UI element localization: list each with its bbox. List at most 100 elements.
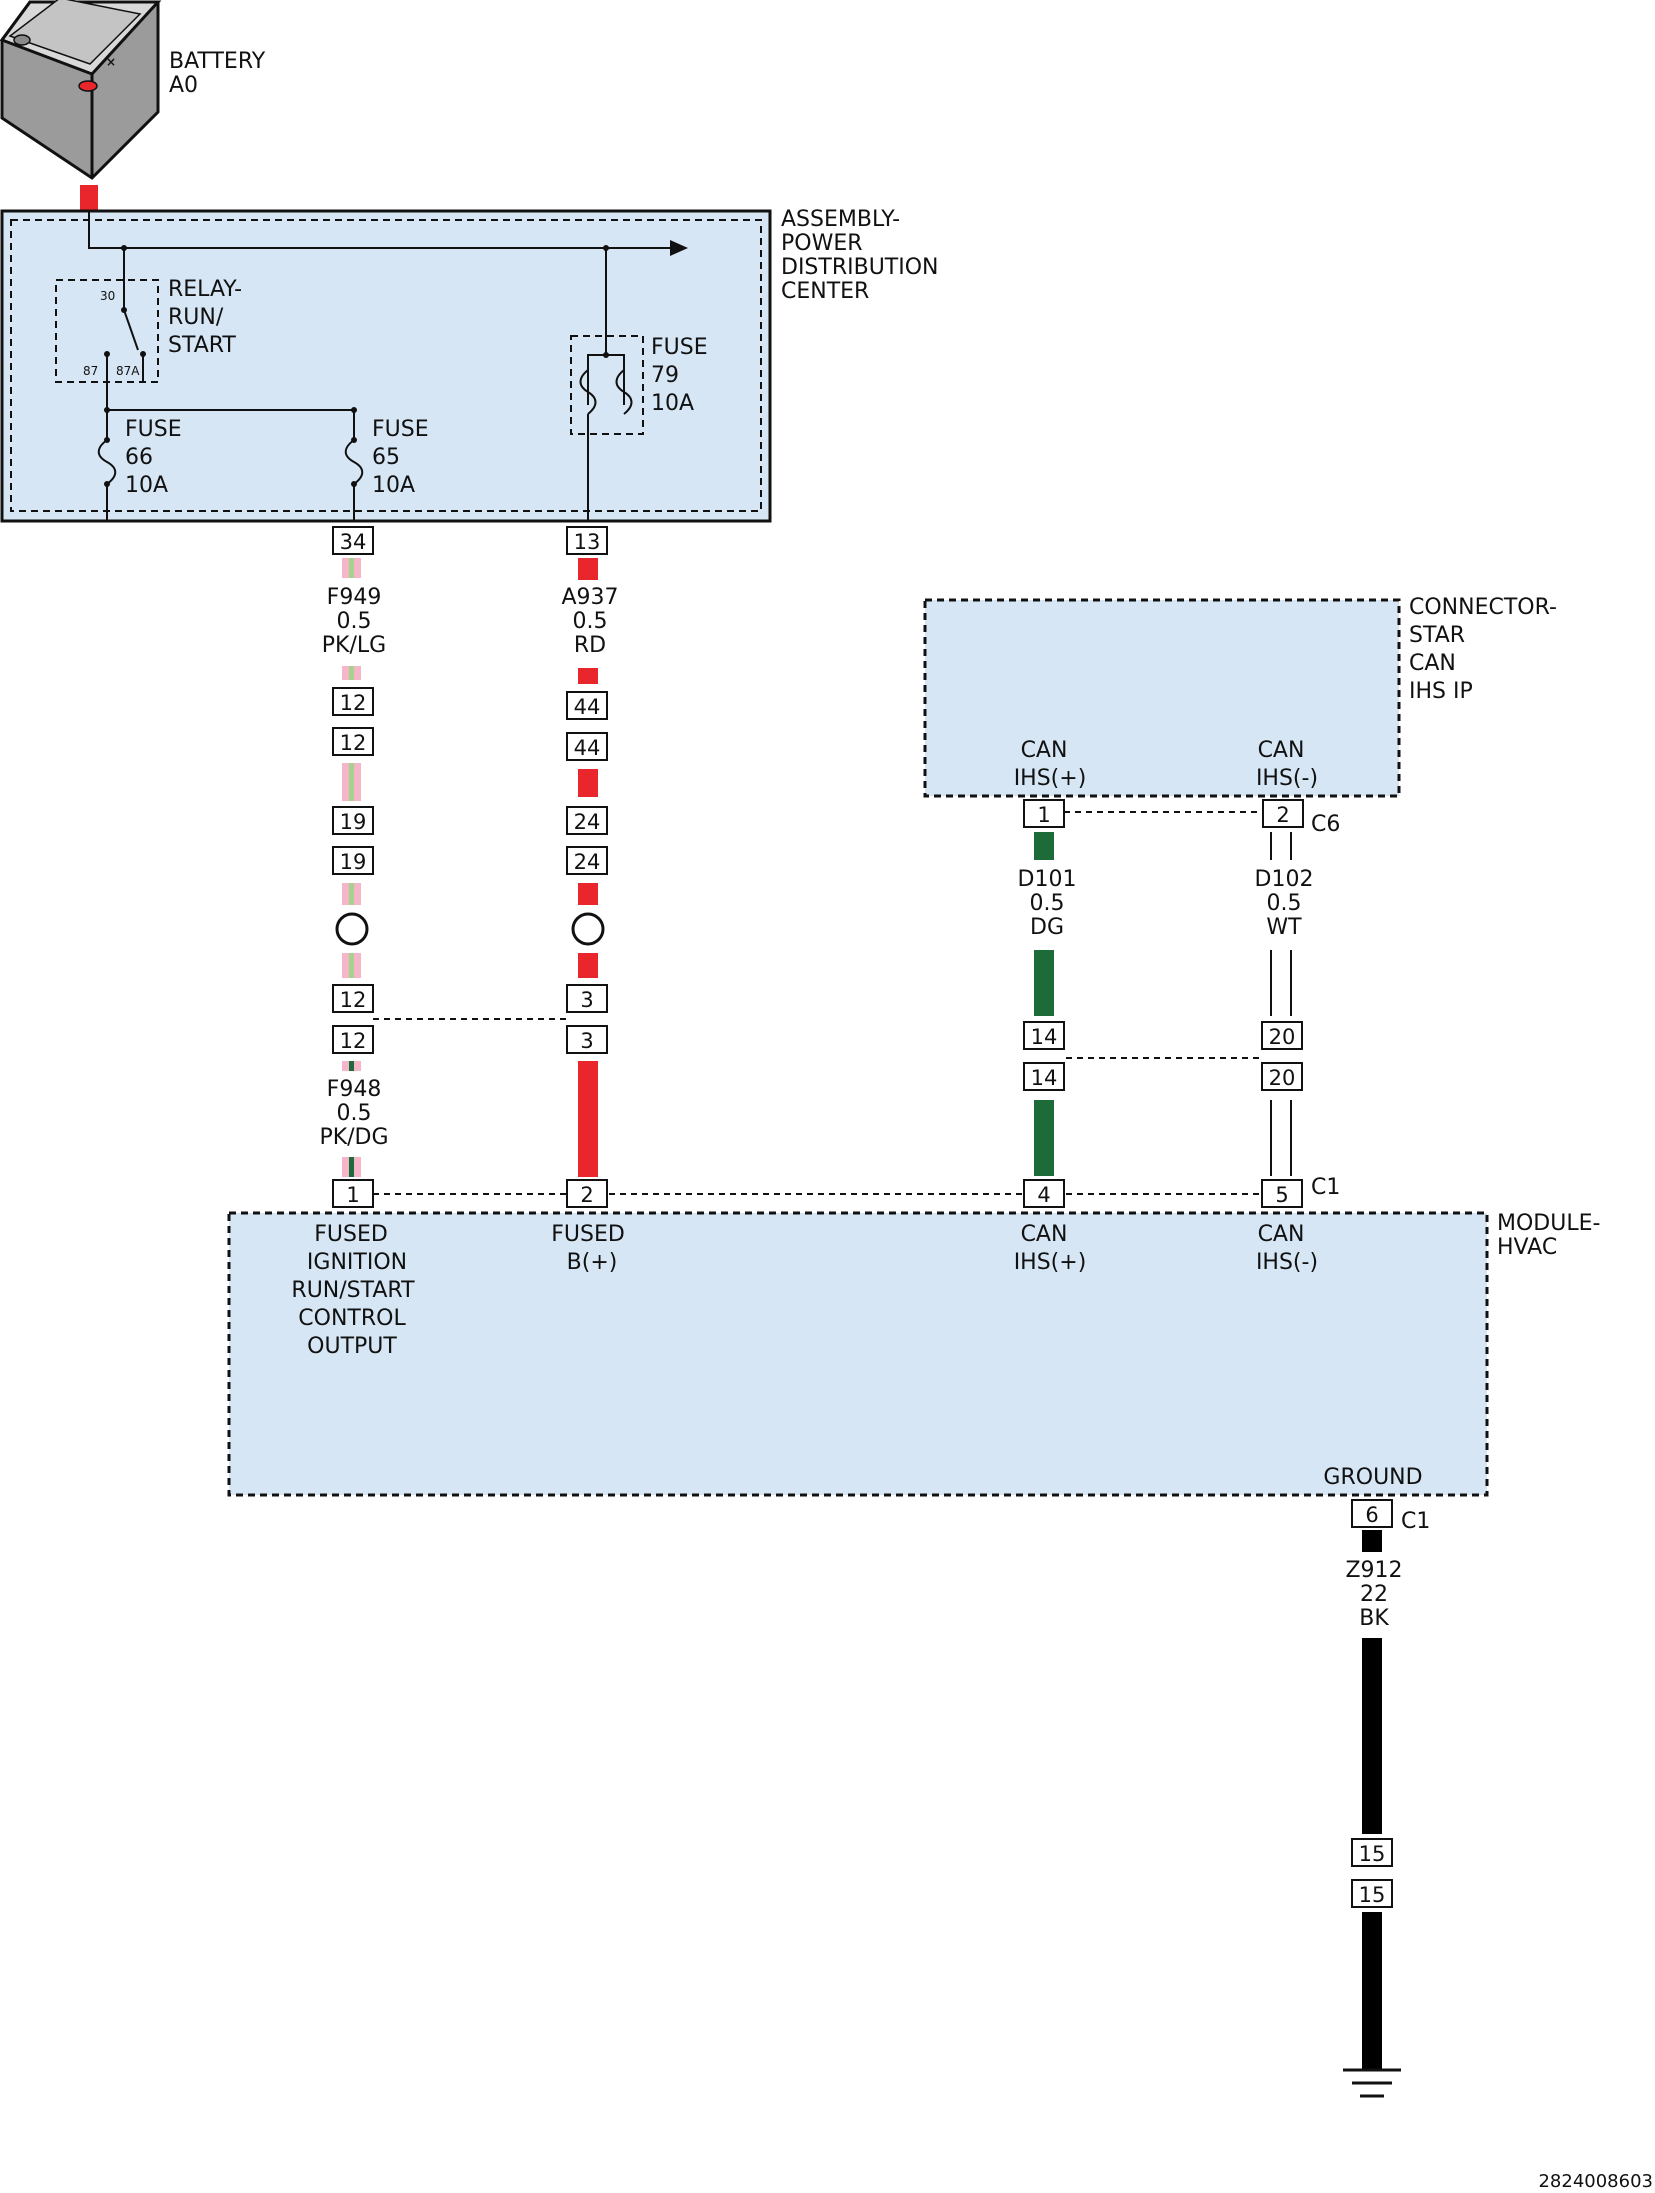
d102-color: WT	[1266, 915, 1302, 940]
pin-12-a: 12	[340, 691, 367, 715]
pin-44-b: 44	[574, 736, 601, 760]
document-number: 2824008603	[1538, 2171, 1653, 2192]
f948-circuit: F948	[327, 1077, 382, 1102]
hvac-label-1: MODULE-	[1497, 1211, 1600, 1236]
connector-link-lines	[373, 811, 1263, 1195]
hvac-pin2-label-1: FUSED	[551, 1222, 625, 1247]
hvac-pin1-label-5: OUTPUT	[307, 1334, 397, 1359]
relay-label-1: RELAY-	[168, 277, 242, 302]
a937-gauge: 0.5	[573, 609, 608, 634]
star-label-2: STAR	[1409, 623, 1465, 648]
battery-title: BATTERY	[169, 49, 266, 74]
battery-icon: ×	[0, 0, 162, 180]
pin-20-b: 20	[1269, 1066, 1296, 1090]
bus-arrow-icon	[670, 240, 688, 256]
f949-color: PK/LG	[322, 633, 386, 658]
splice-f949-icon	[335, 912, 369, 946]
svg-text:×: ×	[106, 55, 116, 69]
pdc-label-2: POWER	[781, 231, 863, 256]
star-connector-box	[923, 598, 1401, 798]
hvac-pin1-label-3: RUN/START	[291, 1278, 415, 1303]
d102-gauge: 0.5	[1267, 891, 1302, 916]
hvac-pin-1: 1	[346, 1183, 359, 1207]
pin-19-b: 19	[340, 850, 367, 874]
pin-3-a: 3	[580, 988, 593, 1012]
z912-color: BK	[1359, 1606, 1389, 1631]
pin-15-a: 15	[1359, 1842, 1386, 1866]
pin-14-b: 14	[1031, 1066, 1058, 1090]
relay-label-3: START	[168, 333, 236, 358]
hvac-label-2: HVAC	[1497, 1235, 1557, 1260]
fuse-65-label-3: 10A	[372, 473, 415, 498]
relay-switch-icon	[106, 309, 144, 410]
relay-pin-87a: 87A	[116, 364, 140, 378]
pin-12-c: 12	[340, 988, 367, 1012]
pin-14-a: 14	[1031, 1025, 1058, 1049]
hvac-pin2-label-2: B(+)	[567, 1250, 618, 1275]
relay-pin-87: 87	[83, 364, 98, 378]
d102-circuit: D102	[1255, 867, 1314, 892]
splice-a937-icon	[571, 912, 605, 946]
hvac-pin-5: 5	[1275, 1183, 1288, 1207]
hvac-pin-2: 2	[580, 1183, 593, 1207]
hvac-pin4-label-2: IHS(+)	[1014, 1250, 1087, 1275]
hvac-pin4-label-1: CAN	[1021, 1222, 1068, 1247]
c6-pin-1: 1	[1037, 803, 1050, 827]
z912-gauge: 22	[1360, 1582, 1388, 1607]
pin-boxes	[332, 526, 1393, 1908]
fuse-66-label-2: 66	[125, 445, 153, 470]
d101-color: DG	[1030, 915, 1064, 940]
fuse-66-label-1: FUSE	[125, 417, 182, 442]
pin-24-a: 24	[574, 810, 601, 834]
pin-12-d: 12	[340, 1029, 367, 1053]
pdc-label-1: ASSEMBLY-	[781, 207, 900, 232]
relay-pin-30: 30	[100, 289, 115, 303]
star-connector-id: C6	[1311, 812, 1340, 837]
pin-19-a: 19	[340, 810, 367, 834]
pin-15-b: 15	[1359, 1883, 1386, 1907]
hvac-pin5-label-1: CAN	[1258, 1222, 1305, 1247]
pin-13: 13	[574, 530, 601, 554]
star-pin2-label-1: CAN	[1258, 738, 1305, 763]
wire-f948-segments	[342, 1061, 361, 1177]
battery-id: A0	[169, 73, 198, 98]
wire-f949-segments	[342, 558, 361, 978]
z912-circuit: Z912	[1345, 1558, 1402, 1583]
hvac-ground-label: GROUND	[1323, 1465, 1422, 1490]
fuse-65-label-2: 65	[372, 445, 400, 470]
wire-z912-segments	[1362, 1530, 1382, 2070]
pin-3-b: 3	[580, 1029, 593, 1053]
pin-44-a: 44	[574, 695, 601, 719]
a937-circuit: A937	[561, 585, 618, 610]
pin-12-b: 12	[340, 731, 367, 755]
star-pin2-label-2: IHS(-)	[1256, 766, 1318, 791]
wire-d101-segments	[1034, 832, 1054, 1176]
fuse-66-label-3: 10A	[125, 473, 168, 498]
hvac-pin5-label-2: IHS(-)	[1256, 1250, 1318, 1275]
hvac-pin1-label-2: IGNITION	[307, 1250, 407, 1275]
pin-20-a: 20	[1269, 1025, 1296, 1049]
pdc-inner-border	[10, 219, 762, 512]
pdc-label-4: CENTER	[781, 279, 869, 304]
d101-circuit: D101	[1018, 867, 1077, 892]
pdc-label-3: DISTRIBUTION	[781, 255, 939, 280]
hvac-pin-4: 4	[1037, 1183, 1050, 1207]
star-pin1-label-2: IHS(+)	[1014, 766, 1087, 791]
c6-pin-2: 2	[1276, 803, 1289, 827]
f949-circuit: F949	[327, 585, 382, 610]
d101-gauge: 0.5	[1030, 891, 1065, 916]
pin-34: 34	[340, 530, 367, 554]
fuse-79-label-3: 10A	[651, 391, 694, 416]
ground-pin-6: 6	[1365, 1503, 1378, 1527]
ground-symbol-icon	[1343, 2068, 1401, 2098]
star-label-4: IHS IP	[1409, 679, 1473, 704]
hvac-pin1-label-1: FUSED	[314, 1222, 388, 1247]
fuse-79-box	[570, 335, 644, 435]
star-label-3: CAN	[1409, 651, 1456, 676]
f949-gauge: 0.5	[337, 609, 372, 634]
hvac-module-box	[227, 1211, 1489, 1497]
battery-cable	[80, 185, 98, 211]
a937-color: RD	[574, 633, 606, 658]
relay-label-2: RUN/	[168, 305, 224, 330]
